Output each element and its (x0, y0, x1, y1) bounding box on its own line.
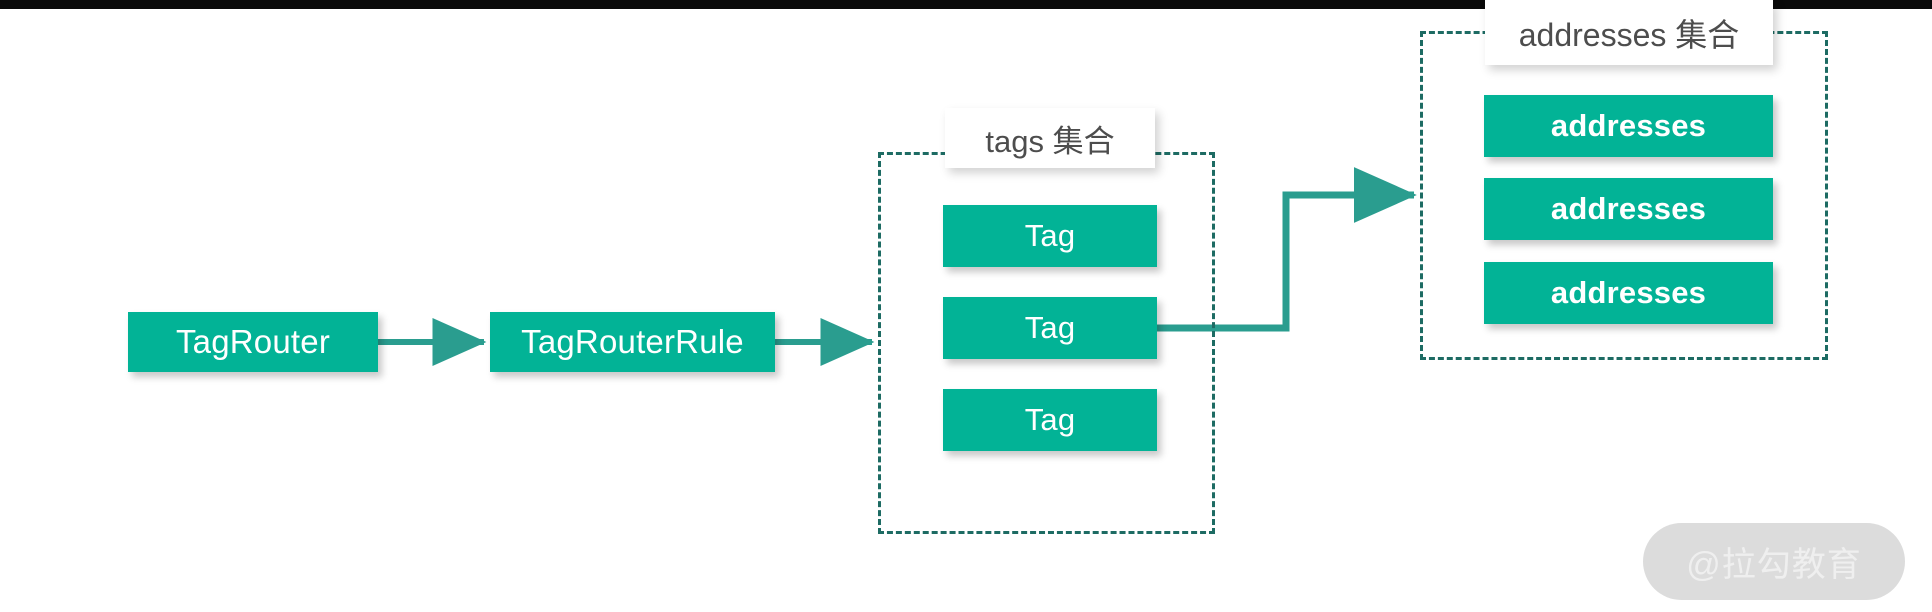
group-caption-tags: tags 集合 (945, 108, 1155, 168)
node-tagrouter-label: TagRouter (175, 323, 331, 360)
tag-item[interactable]: Tag (943, 297, 1157, 359)
node-tagrouter[interactable]: TagRouter (128, 312, 378, 372)
address-item[interactable]: addresses (1484, 95, 1773, 157)
top-black-band (0, 0, 1932, 9)
tag-item-label: Tag (1024, 310, 1076, 345)
address-item-label: addresses (1550, 108, 1707, 143)
node-tagrouterrule[interactable]: TagRouterRule (490, 312, 775, 372)
group-caption-addresses: addresses 集合 (1485, 0, 1773, 65)
tag-item[interactable]: Tag (943, 389, 1157, 451)
address-item[interactable]: addresses (1484, 178, 1773, 240)
tag-item-label: Tag (1024, 402, 1076, 437)
address-item-label: addresses (1550, 275, 1707, 310)
address-item-label: addresses (1550, 191, 1707, 226)
tag-item[interactable]: Tag (943, 205, 1157, 267)
watermark: @拉勾教育 (1643, 523, 1905, 600)
node-tagrouterrule-label: TagRouterRule (521, 323, 744, 360)
address-item[interactable]: addresses (1484, 262, 1773, 324)
tag-item-label: Tag (1024, 218, 1076, 253)
